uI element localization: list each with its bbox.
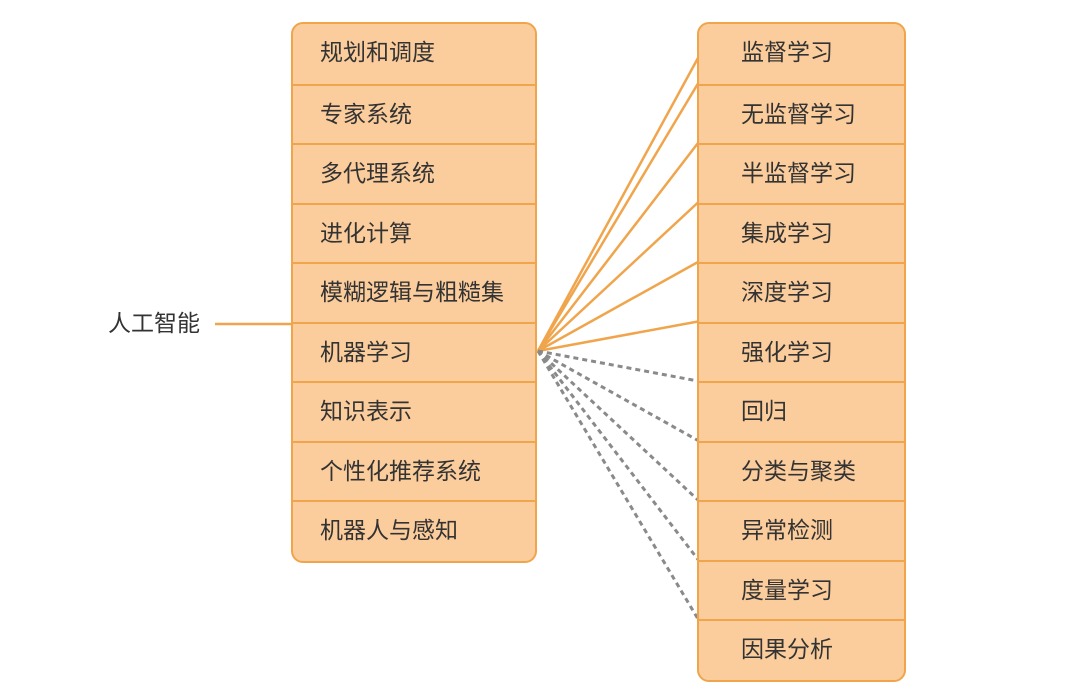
dashed-connector-line: [537, 349, 699, 442]
dashed-connector-line: [536, 349, 700, 502]
right-item-metric-learning: 度量学习: [699, 559, 904, 620]
left-item-multi-agent: 多代理系统: [293, 143, 535, 203]
left-item-fuzzy-logic: 模糊逻辑与粗糙集: [293, 262, 535, 322]
ml-subfields-column: 监督学习 无监督学习 半监督学习 集成学习 深度学习 强化学习 回归 分类与聚类…: [697, 22, 906, 682]
solid-connector-line: [537, 201, 699, 352]
solid-connector-line: [536, 82, 700, 352]
root-label-ai: 人工智能: [108, 311, 200, 337]
right-item-deep-learning: 深度学习: [699, 262, 904, 322]
right-item-causal-analysis: 因果分析: [699, 619, 904, 679]
right-item-unsupervised: 无监督学习: [699, 83, 904, 144]
right-item-semi-supervised: 半监督学习: [699, 143, 904, 203]
solid-connector-line: [537, 260, 699, 353]
left-item-evolutionary: 进化计算: [293, 202, 535, 263]
right-item-supervised: 监督学习: [741, 40, 833, 66]
left-item-machine-learning: 机器学习: [293, 321, 535, 382]
solid-connector-line: [537, 142, 699, 352]
left-item-knowledge-rep: 知识表示: [293, 381, 535, 441]
right-item-classification-clustering: 分类与聚类: [699, 440, 904, 501]
ai-subfields-column: 规划和调度 专家系统 多代理系统 进化计算 模糊逻辑与粗糙集 机器学习 知识表示…: [291, 22, 537, 563]
right-item-ensemble: 集成学习: [699, 202, 904, 263]
dashed-connector-line: [536, 350, 700, 620]
right-item-regression: 回归: [699, 381, 904, 441]
right-item-reinforcement: 强化学习: [699, 321, 904, 382]
left-item-recommender: 个性化推荐系统: [293, 440, 535, 501]
solid-connector-line: [536, 57, 700, 352]
left-item-expert-systems: 专家系统: [293, 83, 535, 144]
left-item-planning: 规划和调度: [320, 40, 435, 66]
right-item-anomaly-detection: 异常检测: [699, 500, 904, 560]
dashed-connector-line: [536, 350, 700, 561]
dashed-connector-line: [537, 349, 699, 383]
solid-connector-line: [537, 320, 699, 353]
left-item-robotics: 机器人与感知: [293, 500, 535, 560]
